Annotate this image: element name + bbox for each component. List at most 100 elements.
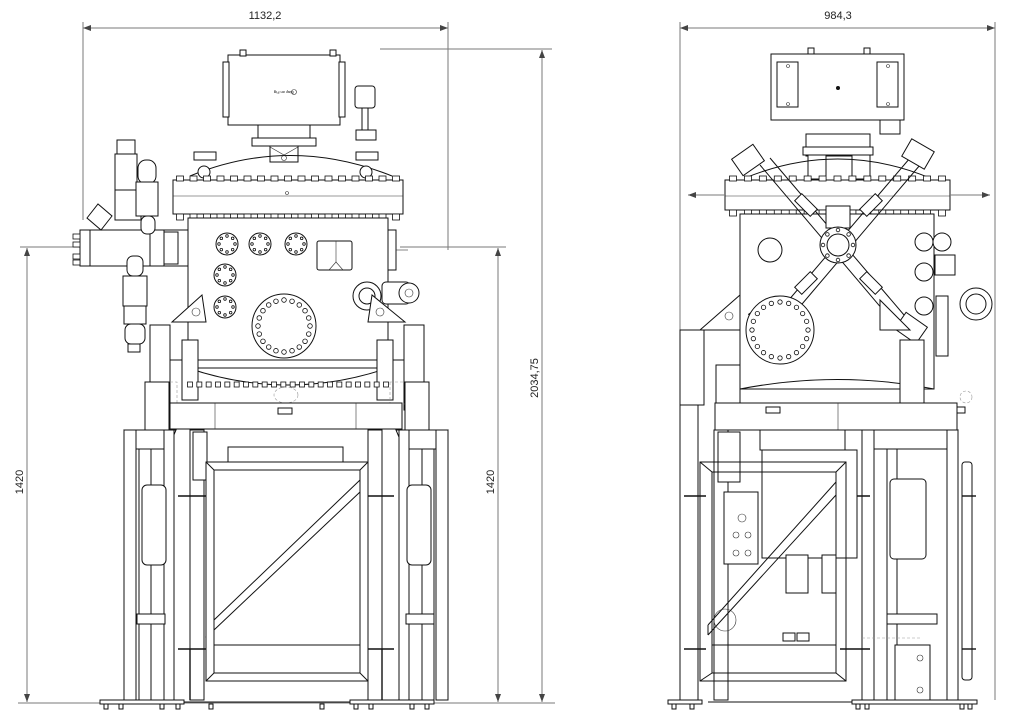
side-valve-assembly	[72, 139, 189, 353]
bolt-hole-icon	[800, 310, 806, 317]
bolt-icon	[392, 213, 400, 221]
bolt-icon	[893, 175, 902, 182]
bolt-hole-icon	[777, 355, 783, 361]
bolt-hole-icon	[302, 308, 308, 314]
actuator-box-side	[770, 47, 905, 121]
right-elbow-port	[352, 281, 420, 311]
bolt-icon	[289, 381, 296, 388]
bolt-hole-icon	[302, 242, 306, 246]
dim-text-2034: 2034,75	[529, 358, 541, 398]
right-side-flange	[387, 229, 408, 271]
bolt-hole-icon	[231, 305, 235, 309]
chamber-bottom	[187, 367, 389, 386]
bolt-icon	[203, 175, 211, 182]
side-ports	[914, 232, 993, 357]
bolt-hole-icon	[306, 315, 312, 321]
bolt-icon	[270, 175, 279, 182]
bolt-hole-icon	[217, 242, 221, 246]
foot-icon	[864, 703, 870, 710]
bolt-hole-icon	[835, 227, 841, 233]
bolt-icon	[230, 175, 238, 182]
foot-icon	[103, 703, 109, 710]
bolt-hole-icon	[263, 247, 268, 252]
foot-icon	[967, 703, 973, 710]
chamber-gussets	[170, 294, 407, 323]
bolt-hole-icon	[281, 349, 287, 355]
bolt-icon	[243, 381, 249, 388]
bolt-icon	[280, 381, 287, 388]
bolt-hole-icon	[846, 253, 851, 258]
bolt-hole-icon	[223, 313, 227, 317]
bolt-hole-icon	[281, 297, 287, 303]
x-braced-cage	[205, 461, 369, 682]
bolt-icon	[317, 381, 324, 388]
chamber-dome-side	[744, 158, 931, 179]
bolt-hole-icon	[825, 253, 830, 258]
bolt-hole-icon	[258, 250, 262, 254]
bolt-hole-icon	[223, 297, 227, 301]
lifting-eyes	[193, 151, 379, 179]
base-plates-side	[667, 699, 978, 710]
foot-icon	[368, 703, 374, 710]
bolt-icon	[257, 175, 265, 182]
inner-mechanism-side	[713, 429, 920, 642]
bolt-hole-icon	[299, 247, 304, 252]
bolt-hole-icon	[296, 344, 302, 350]
small-viewport	[757, 237, 783, 263]
bolt-hole-icon	[231, 273, 235, 277]
bolt-hole-icon	[252, 236, 257, 241]
bolt-icon	[364, 381, 371, 388]
bolt-hole-icon	[217, 310, 222, 315]
bolt-hole-icon	[228, 310, 233, 315]
bolt-hole-icon	[266, 242, 270, 246]
bolt-icon	[189, 175, 198, 182]
bolt-hole-icon	[750, 318, 756, 324]
bottom-bolt-ring	[187, 381, 389, 388]
bolt-hole-icon	[294, 250, 298, 254]
bolt-icon	[923, 175, 931, 182]
bolt-hole-icon	[258, 234, 262, 238]
bolt-icon	[252, 381, 259, 388]
bolt-hole-icon	[804, 336, 810, 342]
solenoid-valve	[354, 85, 377, 141]
bolt-hole-icon	[754, 310, 760, 317]
dim-frame-height-right: 1420	[400, 246, 506, 702]
bolt-icon	[261, 381, 268, 388]
bolt-hole-icon	[266, 302, 272, 308]
bolt-hole-icon	[266, 344, 272, 350]
dim-text-1420-right: 1420	[485, 470, 497, 494]
bolt-icon	[311, 175, 319, 182]
bolt-hole-icon	[289, 298, 295, 304]
bolt-hole-icon	[294, 234, 298, 238]
bolt-icon	[284, 175, 292, 182]
bolt-icon	[351, 175, 360, 182]
foot-icon	[671, 703, 677, 710]
dim-overall-width-front: 1132,2	[82, 10, 449, 250]
bolt-icon	[938, 209, 946, 217]
bolt-icon	[233, 381, 240, 388]
foot-icon	[855, 703, 861, 710]
bolt-icon	[176, 213, 184, 221]
bolt-icon	[383, 381, 389, 388]
bolt-hole-icon	[793, 350, 800, 356]
bolt-icon	[345, 381, 352, 388]
bolt-hole-icon	[768, 300, 774, 306]
foot-icon	[424, 703, 430, 710]
bolt-hole-icon	[228, 278, 233, 283]
foot-icon	[353, 703, 359, 710]
bolt-hole-icon	[793, 304, 800, 310]
bolt-hole-icon	[217, 299, 222, 304]
bolt-hole-icon	[252, 247, 257, 252]
bolt-icon	[729, 175, 737, 182]
bolt-hole-icon	[777, 299, 783, 305]
bolt-hole-icon	[219, 236, 224, 241]
bolt-icon	[773, 175, 782, 182]
bolt-icon	[243, 175, 252, 182]
actuator-mount-side	[802, 119, 901, 180]
bolt-icon	[373, 381, 380, 388]
bolt-icon	[744, 175, 752, 182]
bolt-hole-icon	[256, 331, 262, 337]
actuator-box: Stay on Fig	[222, 49, 346, 126]
